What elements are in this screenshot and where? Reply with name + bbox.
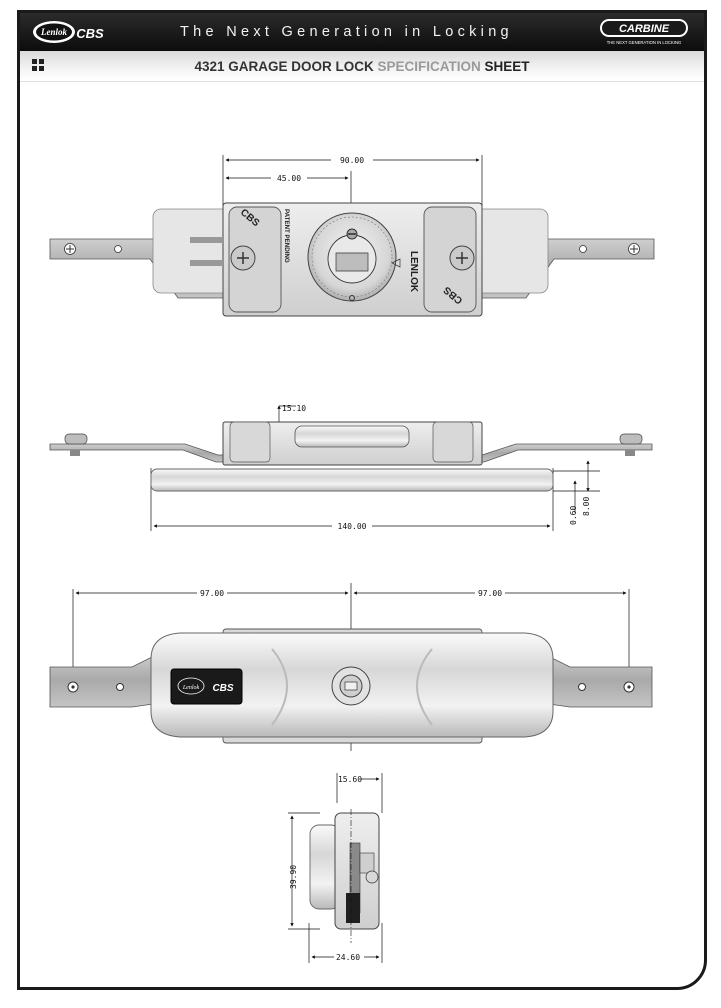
dim-39-90: 39.90 xyxy=(289,865,298,889)
technical-drawing: 90.00 45.00 CBS xyxy=(49,155,655,963)
dim-24-60: 24.60 xyxy=(336,953,360,962)
svg-text:THE NEXT GENERATION IN LOCKING: THE NEXT GENERATION IN LOCKING xyxy=(607,40,682,45)
front-view: 90.00 45.00 CBS xyxy=(49,155,655,317)
svg-text:CBS: CBS xyxy=(76,26,104,41)
title-bar: 4321 GARAGE DOOR LOCK SPECIFICATION SHEE… xyxy=(20,51,704,82)
label-lenlok: LENLOK xyxy=(408,251,419,293)
front-dimensions xyxy=(222,155,483,213)
dim-8-00: 8.00 xyxy=(582,497,591,516)
tagline: The Next Generation in Locking xyxy=(180,24,513,40)
badge-sub: CBS xyxy=(212,683,233,694)
dim-90: 90.00 xyxy=(340,156,364,165)
rear-view: 97.00 97.00 Lenlok CBS xyxy=(49,583,653,751)
header-bar: Lenlok CBS The Next Generation in Lockin… xyxy=(20,13,704,51)
svg-text:Lenlok: Lenlok xyxy=(40,27,67,37)
page-title: 4321 GARAGE DOOR LOCK SPECIFICATION SHEE… xyxy=(194,59,530,74)
spec-sheet: Lenlok CBS The Next Generation in Lockin… xyxy=(17,10,707,990)
carbine-logo: CARBINE THE NEXT GENERATION IN LOCKING xyxy=(600,19,688,45)
dim-0-60: 0.60 xyxy=(569,506,578,525)
dim-140: 140.00 xyxy=(338,522,367,531)
dim-45: 45.00 xyxy=(277,174,301,183)
dim-97-left: 97.00 xyxy=(200,589,224,598)
badge-brand: Lenlok xyxy=(182,685,200,691)
side-view: 15.10 140.00 0.60 8.00 xyxy=(49,404,653,531)
end-view: 15.60 39.90 24.60 xyxy=(288,773,383,963)
dim-15-60: 15.60 xyxy=(338,775,362,784)
label-patent-pending: PATENT PENDING xyxy=(283,209,290,263)
end-dimensions xyxy=(288,773,383,963)
svg-text:CARBINE: CARBINE xyxy=(619,23,670,35)
grid-icon xyxy=(32,59,46,73)
lenlok-cbs-logo: Lenlok CBS xyxy=(33,21,104,43)
dim-97-right: 97.00 xyxy=(478,589,502,598)
dim-15-10: 15.10 xyxy=(282,404,306,413)
